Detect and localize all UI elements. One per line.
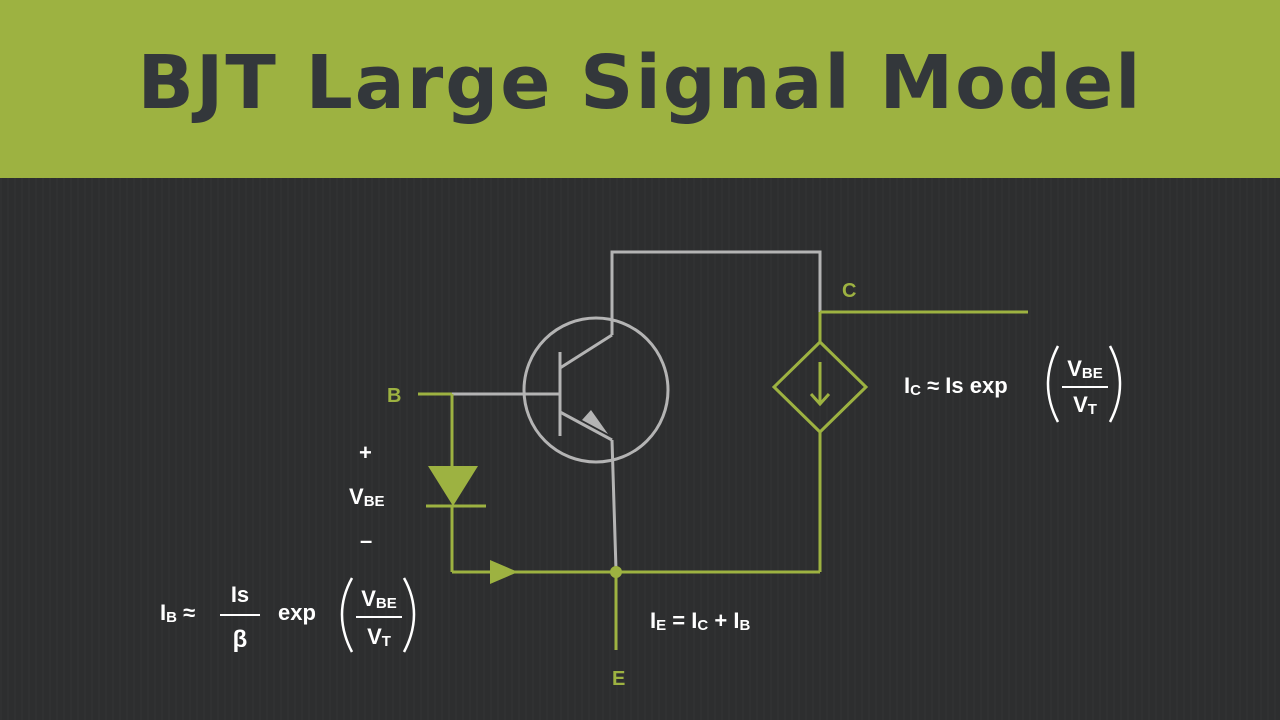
ib-frac-bar [220, 614, 260, 616]
vbe-minus: – [360, 528, 373, 553]
bjt-transistor-symbol [418, 250, 822, 571]
emitter-label: E [612, 668, 626, 690]
chalkboard-background [0, 178, 1280, 720]
ib-equation-lhs: IB ≈ [160, 600, 196, 626]
ie-equation: IE = IC + IB [650, 608, 751, 634]
collector-label: C [842, 280, 857, 302]
ib-frac-denominator: β [232, 626, 248, 653]
base-label: B [387, 385, 402, 407]
ib-exp-word: exp [278, 600, 316, 625]
vbe-label: VBE [349, 484, 385, 510]
ib-exp-denominator: VT [367, 624, 391, 650]
page-title: BJT Large Signal Model [137, 40, 1143, 126]
ic-fraction-bar [1062, 386, 1108, 388]
current-arrow [490, 560, 518, 584]
ib-exp-bar [356, 616, 402, 618]
collector-diagonal [559, 333, 613, 370]
ic-exp-numerator: VBE [1067, 356, 1103, 382]
model-wiring [418, 310, 1028, 650]
ib-exp-numerator: VBE [361, 586, 397, 612]
emitter-diagonal [559, 410, 613, 442]
source-arrow-head [809, 392, 831, 407]
transistor-circle [522, 316, 670, 464]
title-banner [0, 0, 1280, 178]
dependent-current-source [771, 339, 869, 435]
ic-exp-denominator: VT [1073, 392, 1097, 418]
vbe-plus: + [359, 440, 372, 465]
diode-triangle [428, 466, 478, 506]
ib-parentheses [340, 577, 416, 653]
junction-node [610, 566, 622, 578]
ic-parentheses [1046, 345, 1122, 423]
ic-equation-lhs: IC ≈ Is exp [904, 373, 1008, 399]
emitter-lead [610, 439, 618, 571]
emitter-arrow [582, 410, 608, 434]
ib-frac-numerator: Is [230, 582, 250, 607]
collector-lead [610, 250, 822, 335]
